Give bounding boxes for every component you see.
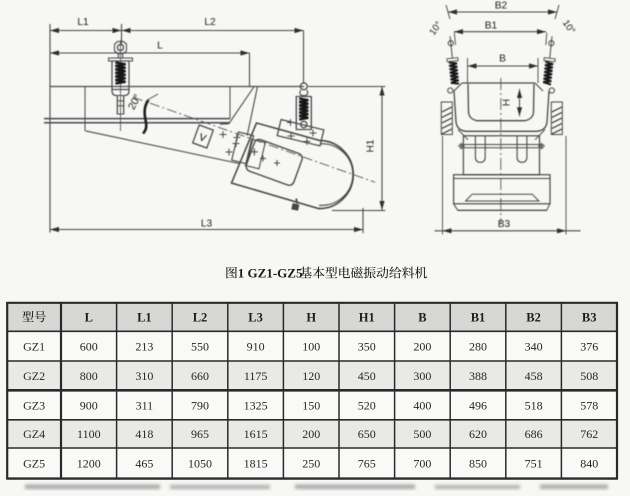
- svg-text:350: 350: [358, 339, 376, 353]
- svg-text:311: 311: [136, 398, 154, 412]
- svg-text:310: 310: [135, 369, 153, 383]
- svg-text:300: 300: [413, 369, 431, 383]
- svg-text:200: 200: [302, 427, 320, 441]
- svg-text:GZ5: GZ5: [23, 457, 45, 471]
- svg-text:1050: 1050: [188, 457, 212, 471]
- svg-text:790: 790: [191, 398, 209, 412]
- svg-text:686: 686: [525, 427, 543, 441]
- svg-text:660: 660: [191, 369, 209, 383]
- svg-text:B3: B3: [582, 310, 597, 324]
- svg-text:L1: L1: [137, 310, 152, 324]
- svg-text:465: 465: [135, 457, 153, 471]
- svg-text:B1: B1: [471, 310, 486, 324]
- svg-text:1175: 1175: [244, 369, 268, 383]
- svg-text:800: 800: [80, 369, 98, 383]
- svg-text:H1: H1: [366, 139, 377, 152]
- svg-text:GZ2: GZ2: [23, 369, 45, 383]
- svg-text:388: 388: [469, 369, 487, 383]
- svg-text:520: 520: [358, 398, 376, 412]
- svg-text:850: 850: [469, 457, 487, 471]
- svg-text:B: B: [418, 310, 426, 324]
- svg-text:751: 751: [525, 457, 543, 471]
- svg-text:150: 150: [302, 398, 320, 412]
- svg-text:GZ3: GZ3: [23, 398, 45, 412]
- svg-text:340: 340: [525, 339, 543, 353]
- svg-text:1325: 1325: [244, 398, 268, 412]
- svg-text:L3: L3: [248, 310, 263, 324]
- svg-text:700: 700: [413, 457, 431, 471]
- svg-text:B1: B1: [485, 21, 498, 32]
- svg-text:650: 650: [358, 427, 376, 441]
- svg-text:L2: L2: [204, 17, 216, 28]
- svg-text:910: 910: [247, 339, 265, 353]
- svg-text:840: 840: [580, 457, 598, 471]
- svg-text:280: 280: [469, 339, 487, 353]
- svg-text:L: L: [85, 310, 93, 324]
- svg-text:H1: H1: [359, 310, 375, 324]
- svg-text:L: L: [157, 41, 163, 52]
- svg-text:250: 250: [302, 457, 320, 471]
- svg-text:400: 400: [413, 398, 431, 412]
- svg-text:765: 765: [358, 457, 376, 471]
- svg-text:620: 620: [469, 427, 487, 441]
- svg-text:L2: L2: [193, 310, 208, 324]
- svg-text:L3: L3: [201, 218, 213, 229]
- svg-text:450: 450: [358, 369, 376, 383]
- svg-text:762: 762: [580, 427, 598, 441]
- svg-text:H: H: [502, 99, 513, 106]
- svg-text:418: 418: [135, 427, 153, 441]
- svg-text:213: 213: [135, 339, 153, 353]
- svg-text:500: 500: [413, 427, 431, 441]
- svg-text:550: 550: [191, 339, 209, 353]
- svg-text:458: 458: [525, 369, 543, 383]
- svg-text:H: H: [306, 310, 316, 324]
- svg-text:508: 508: [580, 369, 598, 383]
- svg-text:1100: 1100: [77, 427, 101, 441]
- svg-text:376: 376: [580, 339, 598, 353]
- svg-text:496: 496: [469, 398, 487, 412]
- svg-text:518: 518: [525, 398, 543, 412]
- svg-text:1200: 1200: [77, 457, 101, 471]
- svg-text:1 GZ1-GZ5: 1 GZ1-GZ5: [238, 265, 303, 280]
- svg-text:B2: B2: [495, 1, 508, 12]
- svg-text:L1: L1: [77, 17, 89, 28]
- svg-text:600: 600: [80, 339, 98, 353]
- svg-text:900: 900: [80, 398, 98, 412]
- svg-text:578: 578: [580, 398, 598, 412]
- svg-text:B2: B2: [526, 310, 541, 324]
- svg-text:1615: 1615: [244, 427, 268, 441]
- svg-text:200: 200: [413, 339, 431, 353]
- svg-text:100: 100: [302, 339, 320, 353]
- svg-text:GZ1: GZ1: [23, 339, 45, 353]
- svg-text:B: B: [499, 54, 506, 65]
- svg-text:965: 965: [191, 427, 209, 441]
- svg-text:120: 120: [302, 369, 320, 383]
- svg-text:B3: B3: [498, 219, 511, 230]
- svg-text:1815: 1815: [244, 457, 268, 471]
- svg-text:GZ4: GZ4: [23, 427, 45, 441]
